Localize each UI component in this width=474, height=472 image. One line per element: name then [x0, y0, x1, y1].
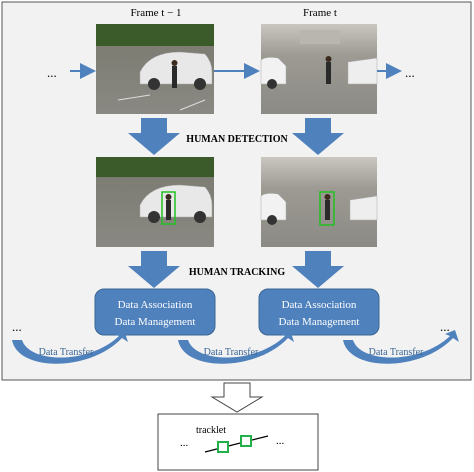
- frame-prev-image: [96, 24, 214, 114]
- down-arrow-tracking-left: [128, 251, 180, 288]
- module-right-line1: Data Association: [282, 299, 357, 311]
- detection-prev-image: [96, 157, 214, 247]
- transfer-arrow-1: [12, 330, 128, 364]
- tracklet-ellipsis-left: ...: [180, 437, 189, 449]
- module-left-line2: Data Management: [115, 316, 196, 328]
- transfer-arrow-3: [343, 330, 459, 364]
- stage-detection-label: HUMAN DETECTION: [186, 134, 288, 145]
- detection-curr-image: [260, 157, 378, 247]
- module-box-right: [258, 288, 380, 336]
- module-box-left: [94, 288, 216, 336]
- transfer-label-1: Data Transfer: [39, 347, 94, 358]
- main-panel: [1, 1, 472, 381]
- module-left-line1: Data Association: [118, 299, 193, 311]
- down-arrow-tracking-right: [292, 251, 344, 288]
- detection-box-curr: [319, 191, 335, 226]
- tracklet-node-2: [240, 435, 252, 447]
- output-arrow: [210, 382, 264, 413]
- down-arrow-detection-left: [128, 118, 180, 155]
- frame-curr-image: [260, 24, 378, 114]
- frame-curr-label: Frame t: [303, 7, 337, 19]
- tracklet-line: [204, 435, 269, 453]
- tracklet-label: tracklet: [196, 425, 226, 436]
- transfer-label-2: Data Transfer: [204, 347, 259, 358]
- ellipsis-top-left: ...: [47, 65, 57, 80]
- ellipsis-bottom-right: ...: [440, 319, 450, 334]
- tracklet-box: [157, 413, 319, 471]
- transfer-arrow-2: [178, 330, 294, 364]
- down-arrow-detection-right: [292, 118, 344, 155]
- detection-box-prev: [161, 191, 176, 225]
- transfer-label-3: Data Transfer: [369, 347, 424, 358]
- tracklet-ellipsis-right: ...: [276, 435, 285, 447]
- frame-prev-label: Frame t − 1: [130, 7, 181, 19]
- tracklet-node-1: [217, 441, 229, 453]
- ellipsis-bottom-left: ...: [12, 319, 22, 334]
- ellipsis-top-right: ...: [405, 65, 415, 80]
- stage-tracking-label: HUMAN TRACKING: [189, 267, 285, 278]
- module-right-line2: Data Management: [279, 316, 360, 328]
